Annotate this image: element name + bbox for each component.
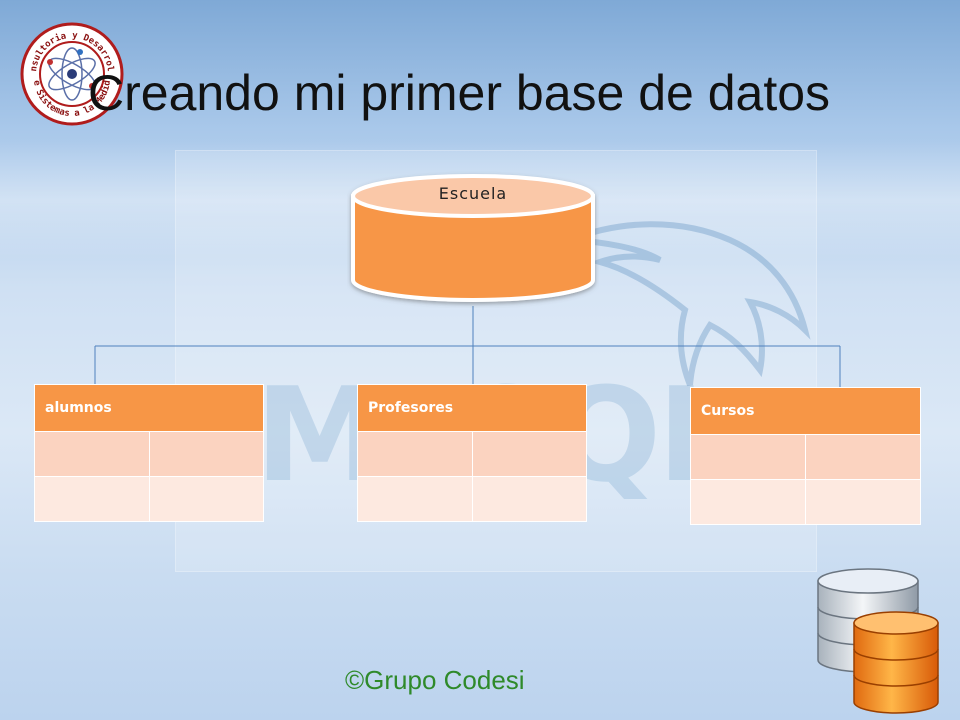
table-cell (357, 431, 473, 477)
table-header: Cursos (690, 387, 921, 435)
database-stack-icon (817, 568, 939, 714)
database-name: Escuela (438, 184, 508, 203)
table-header: Profesores (357, 384, 587, 432)
dolphin-watermark-icon (568, 221, 811, 387)
table-cell (805, 434, 921, 480)
database-cylinder-icon (351, 174, 595, 302)
table-alumnos: alumnos (34, 384, 264, 522)
table-cell (690, 434, 806, 480)
table-cell (148, 476, 264, 522)
table-header: alumnos (34, 384, 264, 432)
table-profesores: Profesores (357, 384, 587, 522)
table-cell (805, 479, 921, 525)
slide-title: Creando mi primer base de datos (88, 65, 831, 121)
table-cell (690, 479, 806, 525)
table-cell (148, 431, 264, 477)
table-cell (471, 431, 587, 477)
table-cell (357, 476, 473, 522)
table-cell (34, 431, 150, 477)
table-cell (471, 476, 587, 522)
consulting-seal-icon: Consultoria y Desarrollo de Sistemas a l… (20, 22, 124, 126)
table-cursos: Cursos (690, 387, 921, 525)
table-cell (34, 476, 150, 522)
footer-copyright: ©Grupo Codesi (345, 665, 525, 695)
